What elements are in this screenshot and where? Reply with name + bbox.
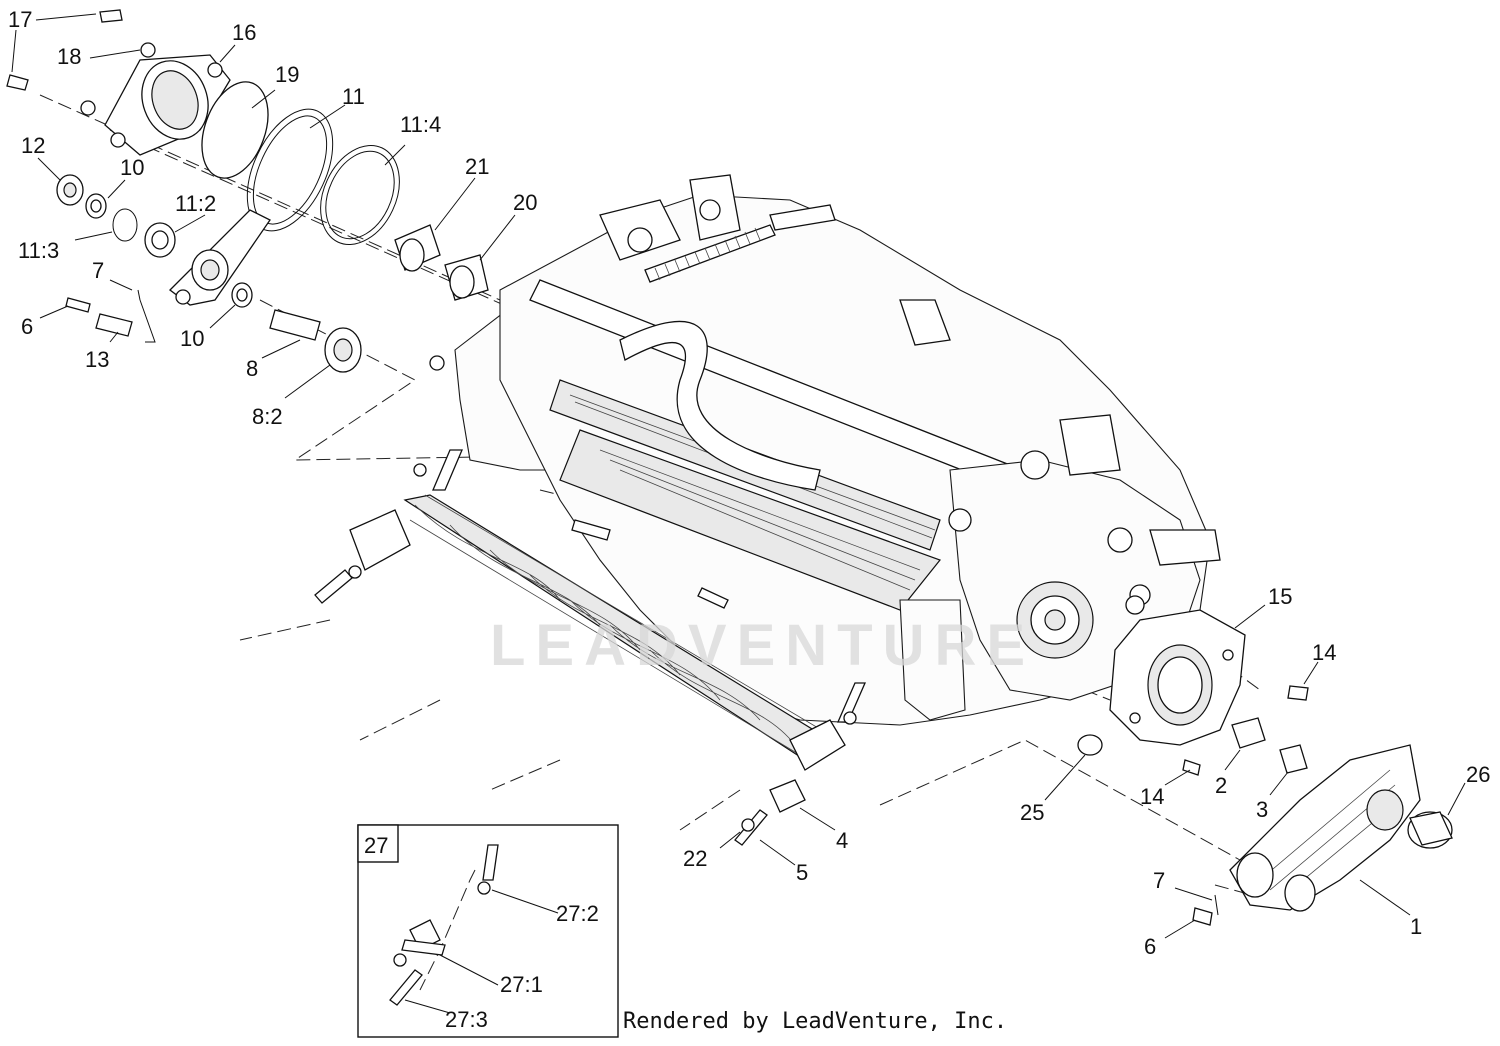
lower-middle-parts [734, 779, 806, 846]
callout-5: 5 [796, 860, 808, 885]
callout-11-3: 11:3 [18, 238, 59, 263]
callout-21: 21 [465, 154, 489, 179]
callout-10: 10 [120, 155, 144, 180]
callout-11-4: 11:4 [400, 112, 441, 137]
callout-14-lower: 14 [1140, 784, 1164, 809]
reel [314, 449, 866, 771]
callout-10-lower: 10 [180, 326, 204, 351]
callout-labels: 17 16 18 19 11 11:4 12 10 11:2 21 20 11:… [8, 7, 1490, 959]
callout-3: 3 [1256, 797, 1268, 822]
callout-26: 26 [1466, 762, 1490, 787]
callout-2: 2 [1215, 773, 1227, 798]
callout-19: 19 [275, 62, 299, 87]
callout-13: 13 [85, 347, 109, 372]
callout-4: 4 [836, 828, 848, 853]
inset-27: 27 27:2 27:1 27:3 [357, 824, 619, 1038]
callout-20: 20 [513, 190, 537, 215]
callout-11: 11 [342, 84, 365, 109]
callout-7-right: 7 [1153, 868, 1165, 893]
callout-7: 7 [92, 258, 104, 283]
leader-lines [11, 13, 1466, 939]
callout-18: 18 [57, 44, 81, 69]
callout-15: 15 [1268, 584, 1292, 609]
upper-left-parts [6, 9, 489, 373]
callout-6: 6 [21, 314, 33, 339]
callout-1: 1 [1410, 914, 1422, 939]
watermark-text: LEADVENTURE [490, 613, 1035, 678]
callout-27-1: 27:1 [500, 972, 543, 997]
callout-8: 8 [246, 356, 258, 381]
callout-25: 25 [1020, 800, 1044, 825]
callout-16: 16 [232, 20, 256, 45]
callout-27-3: 27:3 [445, 1007, 488, 1032]
right-side-parts [1077, 609, 1453, 926]
callout-12: 12 [21, 133, 45, 158]
rendered-by-footer: Rendered by LeadVenture, Inc. [623, 1009, 1007, 1034]
callout-11-2: 11:2 [175, 191, 216, 216]
callout-6-right: 6 [1144, 934, 1156, 959]
inset-title-box [357, 824, 399, 863]
callout-27-2: 27:2 [556, 901, 599, 926]
cutting-unit-frame [429, 174, 1221, 726]
callout-14: 14 [1312, 640, 1336, 665]
callout-8-2: 8:2 [252, 404, 283, 429]
callout-22: 22 [683, 846, 707, 871]
inset-title: 27 [364, 833, 388, 858]
callout-17: 17 [8, 7, 32, 32]
